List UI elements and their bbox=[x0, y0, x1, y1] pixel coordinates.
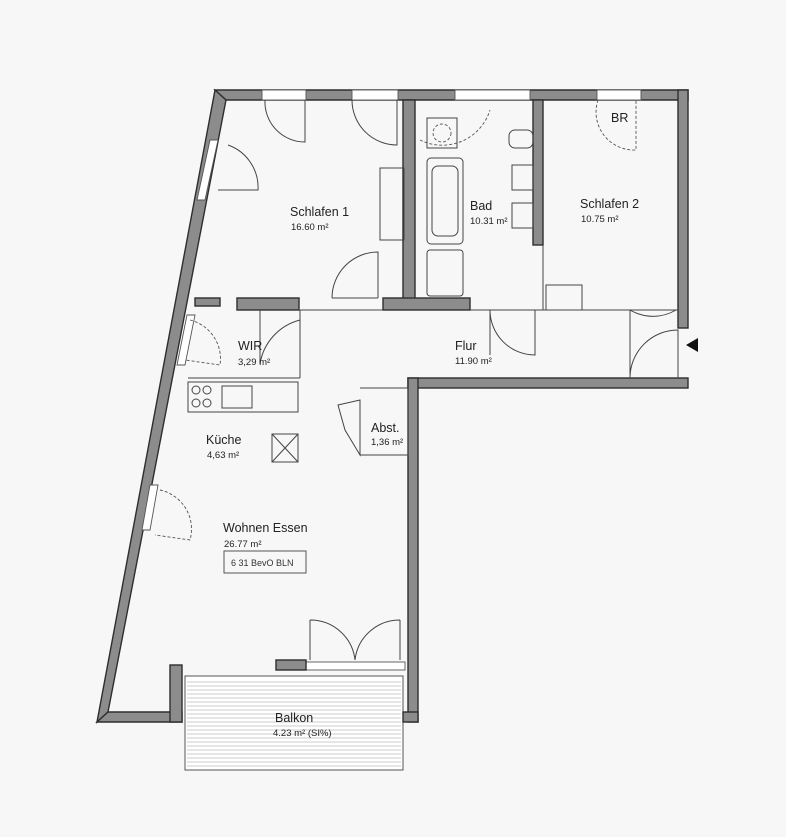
room-area-kueche: 4,63 m² bbox=[207, 450, 239, 461]
room-area-balkon: 4.23 m² (SI%) bbox=[273, 728, 332, 739]
room-area-schlafen-1: 16.60 m² bbox=[291, 222, 329, 233]
balcony bbox=[184, 675, 404, 771]
outer-walls bbox=[95, 88, 689, 724]
room-name-schlafen-1: Schlafen 1 bbox=[290, 205, 349, 219]
entrance-arrow-icon bbox=[686, 338, 698, 352]
fixtures bbox=[187, 117, 583, 463]
room-name-wir: WIR bbox=[238, 339, 262, 353]
room-name-schlafen-2: Schlafen 2 bbox=[580, 197, 639, 211]
room-area-bad: 10.31 m² bbox=[470, 216, 508, 227]
room-area-flur: 11.90 m² bbox=[455, 356, 492, 367]
room-name-kueche: Küche bbox=[206, 433, 241, 447]
room-name-abst: Abst. bbox=[371, 421, 400, 435]
room-name-wohnen-essen: Wohnen Essen bbox=[223, 521, 308, 535]
windows bbox=[141, 89, 642, 671]
tag-label: 6 31 BevO BLN bbox=[231, 558, 294, 568]
room-name-flur: Flur bbox=[455, 339, 477, 353]
room-name-balkon: Balkon bbox=[275, 711, 313, 725]
room-labels: Schlafen 1 16.60 m² Bad 10.31 m² Schlafe… bbox=[206, 111, 639, 739]
interior-walls bbox=[188, 99, 678, 671]
room-area-abst: 1,36 m² bbox=[371, 437, 403, 448]
room-area-schlafen-2: 10.75 m² bbox=[581, 214, 619, 225]
marker-br: BR bbox=[611, 111, 628, 125]
room-name-bad: Bad bbox=[470, 199, 492, 213]
room-area-wohnen-essen: 26.77 m² bbox=[224, 539, 262, 550]
room-area-wir: 3,29 m² bbox=[238, 357, 270, 368]
doors bbox=[154, 99, 698, 661]
